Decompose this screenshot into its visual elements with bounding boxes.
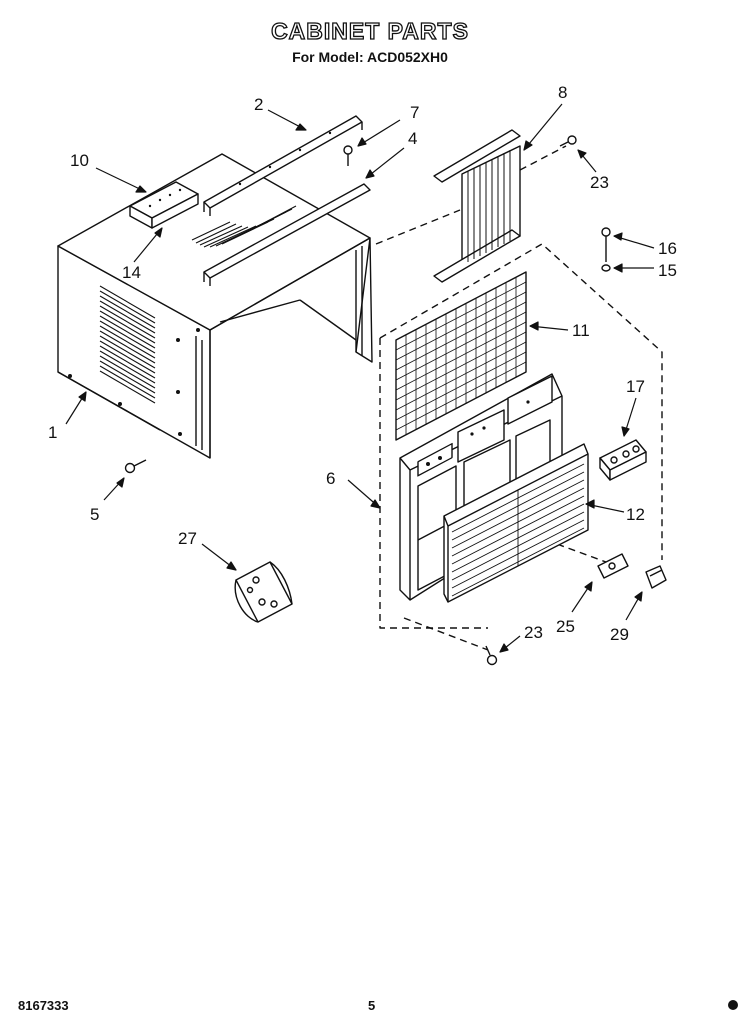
leader-lines (65, 103, 655, 653)
callout-11: 11 (572, 321, 590, 340)
top-rail (203, 115, 363, 216)
callout-12: 12 (626, 505, 645, 524)
callout-6: 6 (326, 469, 335, 488)
cabinet-wrapper (57, 153, 373, 459)
page-number: 5 (368, 998, 376, 1013)
screw-part-23-top (559, 135, 577, 147)
bezel-clip (597, 553, 629, 579)
callout-4: 4 (408, 129, 417, 148)
callout-23-bottom: 23 (524, 623, 543, 642)
document-number: 8167333 (18, 998, 69, 1013)
callout-15: 15 (658, 261, 677, 280)
front-bracket (203, 183, 371, 286)
callout-29: 29 (610, 625, 629, 644)
knob-part-29 (645, 565, 667, 589)
registration-mark (728, 1000, 738, 1010)
callout-7: 7 (410, 103, 419, 122)
callout-14: 14 (122, 263, 141, 282)
callout-17: 17 (626, 377, 645, 396)
screw-part-23-bottom (485, 645, 498, 666)
callout-27: 27 (178, 529, 197, 548)
front-grille (443, 443, 589, 603)
callout-5: 5 (90, 505, 99, 524)
control-knob-assembly (599, 439, 647, 481)
air-filter (395, 271, 527, 441)
callout-16: 16 (658, 239, 677, 258)
callout-23-top: 23 (590, 173, 609, 192)
rear-grille (433, 129, 521, 283)
callout-8: 8 (558, 83, 567, 102)
washer-part-15 (601, 264, 611, 272)
foam-block (129, 181, 199, 229)
mounting-bracket (234, 561, 293, 623)
callout-10: 10 (70, 151, 89, 170)
screw-part-16 (601, 227, 611, 262)
callout-1: 1 (48, 423, 57, 442)
screw-part-5 (124, 459, 147, 474)
page-title: CABINET PARTS (270, 17, 469, 44)
callout-2: 2 (254, 95, 263, 114)
model-subtitle: For Model: ACD052XH0 (292, 49, 448, 65)
screw-part-7 (343, 145, 353, 166)
assembly-lines (375, 145, 663, 651)
callout-labels: 10 2 7 4 8 23 16 15 11 17 12 6 1 5 14 27… (48, 83, 677, 644)
callout-25: 25 (556, 617, 575, 636)
